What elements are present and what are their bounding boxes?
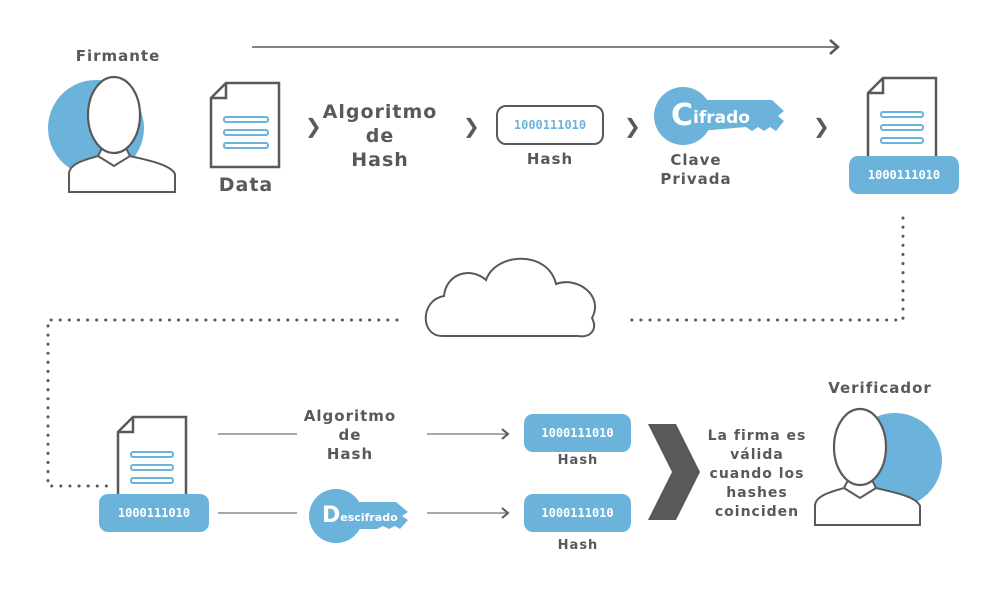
result-line: coinciden: [714, 504, 800, 520]
bottom-hash-algorithm-label: Algoritmo de Hash: [300, 407, 400, 464]
private-key-icon: [654, 87, 784, 145]
validation-result-text: La firma es válida cuando los hashes coi…: [698, 427, 816, 522]
received-signature-pill: 1000111010: [99, 494, 209, 532]
bottom-flow-lines: [218, 428, 510, 519]
hash-algorithm-line: Hash: [351, 149, 409, 171]
chevron-right-icon: ❯: [813, 114, 830, 138]
bottom-hash-algorithm-line: Algoritmo: [303, 407, 397, 425]
hash-value-box: 1000111010: [496, 105, 604, 145]
hash-label: Hash: [526, 150, 574, 168]
private-key-line: Clave: [670, 151, 722, 169]
signer-user-icon: [48, 75, 176, 193]
data-document-icon: [209, 81, 281, 169]
chevron-right-icon: ❯: [305, 114, 322, 138]
received-document-icon: [116, 415, 188, 500]
computed-hash-pill: 1000111010: [524, 414, 631, 452]
public-key-icon: [309, 489, 408, 543]
result-line: hashes: [726, 485, 788, 501]
data-label: Data: [218, 174, 274, 196]
descifrado-rest: escifrado: [340, 511, 398, 524]
hash-algorithm-line: Algoritmo: [322, 101, 438, 123]
transfer-dotted-path: [46, 216, 905, 488]
verifier-user-icon: [814, 407, 942, 526]
result-line: La firma es: [707, 428, 807, 444]
bottom-hash-algorithm-line: de: [338, 426, 362, 444]
hash-algorithm-label: Algoritmo de Hash: [320, 100, 440, 172]
cifrado-rest: ifrado: [693, 108, 750, 128]
descifrado-initial: D: [322, 503, 341, 528]
chevron-right-icon: ❯: [624, 114, 641, 138]
result-line: válida: [730, 447, 784, 463]
private-key-label: Clave Privada: [646, 151, 746, 189]
hash-algorithm-line: de: [365, 125, 395, 147]
signature-value-pill: 1000111010: [849, 156, 959, 194]
decrypted-hash-label: Hash: [557, 538, 599, 553]
verifier-label: Verificador: [828, 379, 932, 397]
signed-document-icon: [866, 76, 938, 162]
bottom-hash-algorithm-line: Hash: [326, 445, 374, 463]
result-line: cuando los: [709, 466, 805, 482]
top-flow-arrow: [252, 39, 840, 55]
big-chevron-icon: [648, 424, 700, 520]
cloud-icon: [424, 257, 596, 338]
cifrado-initial: C: [671, 98, 694, 133]
signer-label: Firmante: [75, 47, 161, 65]
computed-hash-label: Hash: [557, 453, 599, 468]
chevron-right-icon: ❯: [463, 114, 480, 138]
private-key-line: Privada: [660, 170, 732, 188]
decrypted-hash-pill: 1000111010: [524, 494, 631, 532]
